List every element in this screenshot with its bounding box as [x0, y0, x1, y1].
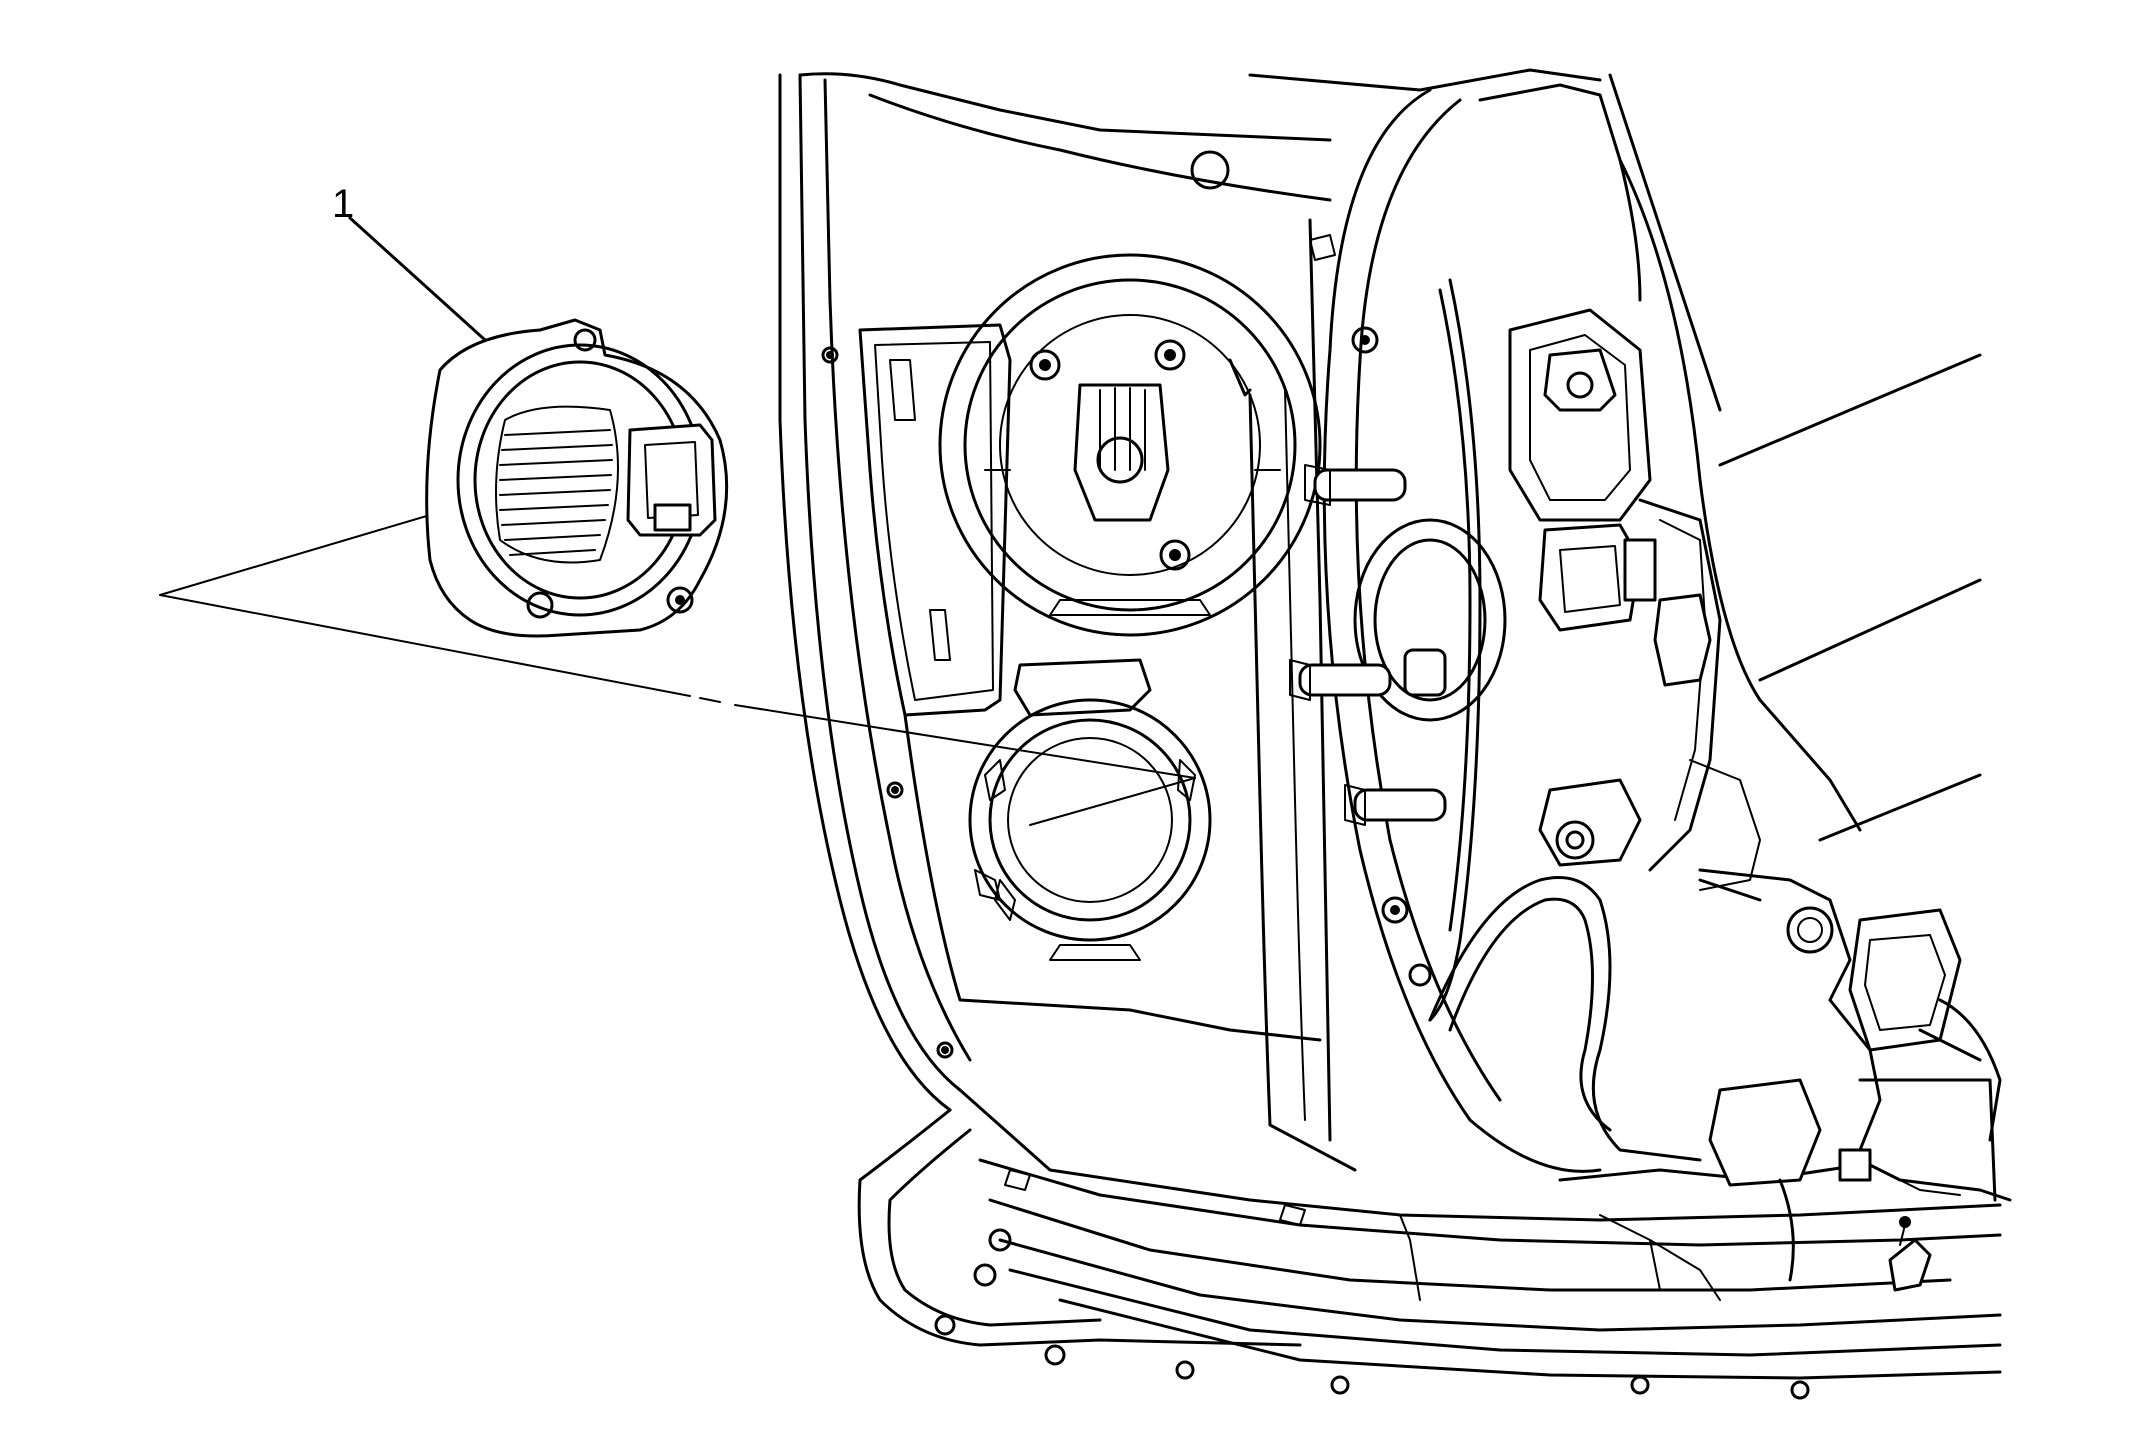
lower-bulb-opening: [968, 658, 1212, 961]
reflector-dish: [1289, 83, 1642, 1173]
callout-leader-line: [348, 216, 507, 360]
housing-bottom-lip: [821, 346, 2002, 1400]
callout-label-1: 1: [332, 182, 355, 226]
projection-lines: [159, 514, 1196, 826]
removed-bulb-socket: [425, 318, 729, 638]
wiring-harness: [1428, 876, 2012, 1282]
upper-bulb-bezel: [938, 253, 1322, 637]
leveling-adjuster-assembly: [1508, 308, 1852, 1002]
headlamp-housing: [778, 68, 1602, 1172]
right-housing-panels: [1608, 73, 1997, 1202]
